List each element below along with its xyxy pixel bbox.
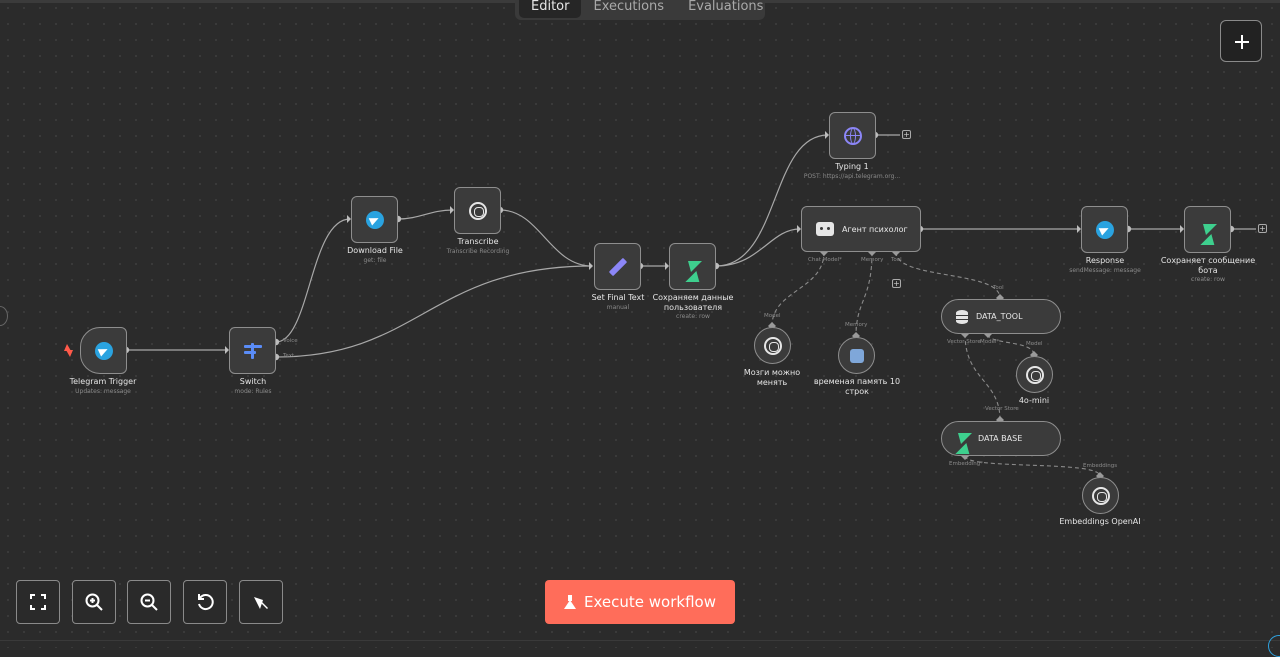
node-title: Агент психолог — [842, 224, 908, 234]
port-label-memory: Memory — [845, 322, 868, 328]
bottom-border — [0, 640, 1280, 641]
port-label-model: Model* — [980, 339, 1000, 345]
globe-icon — [843, 126, 862, 145]
telegram-icon — [1095, 220, 1114, 239]
node-subtitle: Transcribe Recording — [446, 248, 510, 255]
port-label-vector-store: Vector Store — [985, 406, 1019, 412]
port-label-model: Model — [1026, 341, 1043, 347]
openai-icon — [1091, 486, 1110, 505]
port-label-embeddings: Embeddings — [1083, 463, 1118, 469]
pencil-icon — [608, 257, 627, 276]
node-agent[interactable]: Агент психолог — [801, 206, 921, 252]
zoom-out-button[interactable] — [127, 580, 171, 624]
zoom-out-icon — [140, 593, 158, 611]
node-title: Download File — [347, 246, 403, 255]
view-tabs: Editor Executions Evaluations — [515, 0, 765, 20]
robot-icon — [816, 222, 834, 236]
node-subtitle: sendMessage: message — [1069, 267, 1141, 274]
node-transcribe[interactable] — [454, 187, 501, 234]
flask-icon — [564, 595, 577, 609]
zoom-in-button[interactable] — [72, 580, 116, 624]
node-download-file[interactable] — [351, 196, 398, 243]
port-label-text: Text — [283, 353, 295, 359]
node-title: Сохраняем данные пользователя — [652, 293, 734, 312]
port-label-tool: Tool — [891, 257, 902, 263]
reset-zoom-button[interactable] — [183, 580, 227, 624]
node-subtitle: Updates: message — [75, 388, 131, 395]
telegram-icon — [365, 210, 384, 229]
add-tool-plus[interactable]: + — [892, 279, 901, 288]
node-title: 4o-mini — [1018, 396, 1050, 405]
node-subtitle: create: row — [676, 313, 710, 320]
node-title: Switch — [239, 377, 267, 386]
node-title: DATA BASE — [978, 434, 1023, 443]
node-title: Set Final Text — [591, 293, 645, 302]
tab-editor[interactable]: Editor — [519, 0, 582, 18]
port-label-model: Model — [764, 313, 781, 319]
memory-icon — [849, 348, 864, 363]
node-memory[interactable] — [838, 337, 875, 374]
node-telegram-trigger[interactable] — [80, 327, 127, 374]
node-title: Embeddings OpenAI — [1059, 517, 1141, 526]
fullscreen-icon — [30, 594, 46, 610]
node-subtitle: get: file — [363, 257, 387, 264]
node-save-bot-message[interactable] — [1184, 206, 1231, 253]
add-node-button[interactable] — [1220, 20, 1262, 62]
node-title: Transcribe — [457, 237, 499, 246]
openai-icon — [1025, 365, 1044, 384]
add-node-plus-end[interactable]: + — [1258, 224, 1267, 233]
port-label-vector-store: Vector Store — [947, 339, 981, 345]
node-title: Мозги можно менять — [743, 368, 801, 387]
port-label-chat-model: Chat Model* — [808, 257, 842, 263]
supabase-icon — [683, 261, 702, 272]
port-label-voice: Voice — [283, 338, 298, 344]
node-title: DATA_TOOL — [976, 312, 1023, 321]
port-label-tool: Tool — [993, 285, 1004, 291]
node-title: Typing 1 — [835, 162, 869, 171]
node-response[interactable] — [1081, 206, 1128, 253]
node-title: временая память 10 строк — [813, 377, 901, 396]
tab-evaluations[interactable]: Evaluations — [688, 0, 764, 14]
node-set-final-text[interactable] — [594, 243, 641, 290]
node-title: Telegram Trigger — [69, 377, 137, 386]
node-typing[interactable] — [829, 112, 876, 159]
port-label-memory: Memory — [861, 257, 884, 263]
zoom-in-icon — [85, 593, 103, 611]
openai-icon — [468, 201, 487, 220]
node-subtitle: manual — [606, 304, 630, 311]
execute-workflow-label: Execute workflow — [584, 593, 716, 611]
telegram-icon — [94, 341, 113, 360]
trigger-bolt-icon — [64, 344, 71, 351]
port-label-embedding: Embedding* — [949, 461, 983, 467]
node-title: Response — [1085, 256, 1125, 265]
tidy-up-button[interactable] — [239, 580, 283, 624]
add-node-plus-typing[interactable]: + — [902, 130, 911, 139]
switch-icon — [243, 342, 262, 359]
tab-executions[interactable]: Executions — [593, 0, 665, 14]
supabase-icon — [1198, 224, 1217, 235]
node-data-base[interactable]: DATA BASE — [941, 421, 1061, 456]
node-embeddings-openai[interactable] — [1082, 477, 1119, 514]
openai-icon — [763, 336, 782, 355]
node-subtitle: create: row — [1191, 276, 1225, 283]
node-subtitle: mode: Rules — [234, 388, 272, 395]
execute-workflow-button[interactable]: Execute workflow — [545, 580, 735, 624]
supabase-icon — [953, 433, 973, 444]
fit-view-button[interactable] — [16, 580, 60, 624]
broom-icon — [254, 597, 268, 609]
node-save-user-data[interactable] — [669, 243, 716, 290]
node-brain-model[interactable] — [754, 327, 791, 364]
trigger-bolt-icon-lower — [66, 350, 73, 357]
node-title: Сохраняет сообщение бота — [1160, 256, 1256, 275]
node-switch[interactable] — [229, 327, 276, 374]
node-data-tool[interactable]: DATA_TOOL — [941, 299, 1061, 334]
node-4o-mini[interactable] — [1016, 356, 1053, 393]
undo-icon — [198, 594, 214, 611]
node-subtitle: POST: https://api.telegram.org... — [803, 173, 901, 180]
database-icon — [956, 309, 968, 324]
